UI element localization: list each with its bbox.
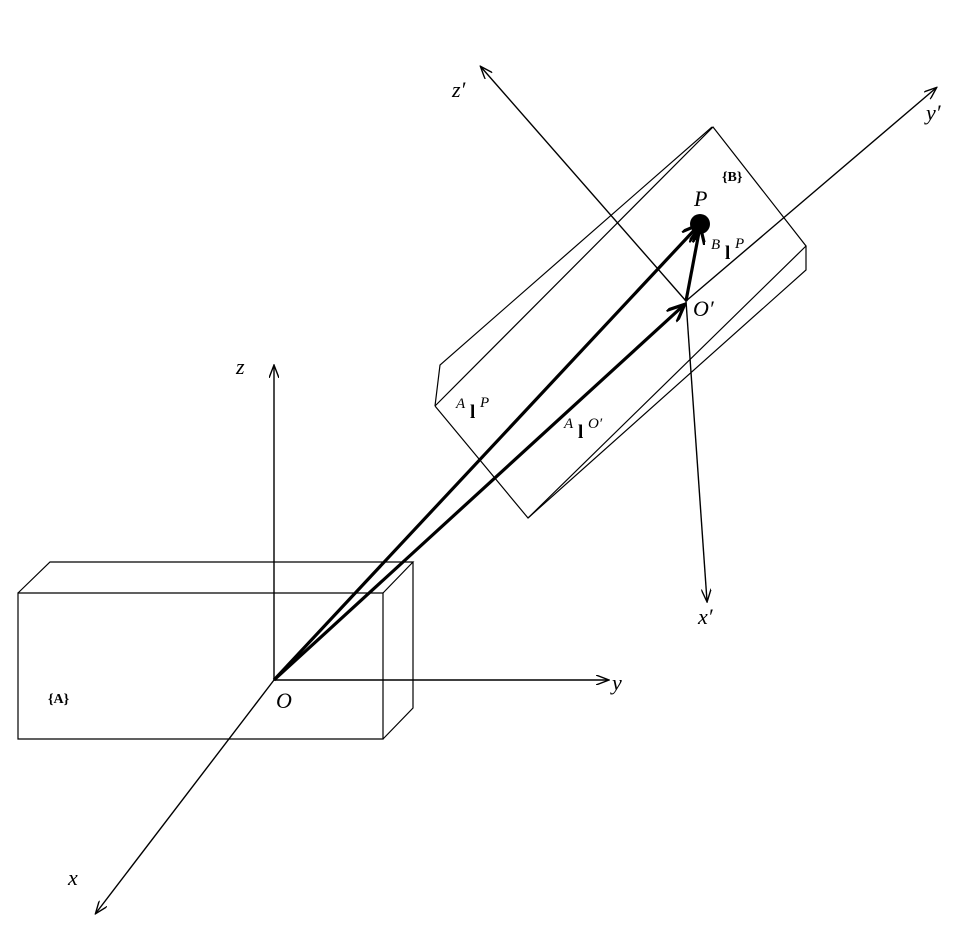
axis-b-z xyxy=(481,67,687,302)
axis-z-prime-label: z′ xyxy=(451,77,467,102)
axis-b-x xyxy=(685,300,707,601)
vector-a-p-sym: l xyxy=(470,402,475,423)
vector-a-o-prime xyxy=(272,305,684,682)
vector-b-p-label: B l P xyxy=(711,236,744,264)
vector-b-p-sym: l xyxy=(725,243,730,264)
axis-y-prime-label: y′ xyxy=(924,100,942,125)
vector-a-p-sub: P xyxy=(479,395,489,411)
box-a-side-face xyxy=(382,562,414,740)
vector-b-p-sub: P xyxy=(734,236,744,252)
vector-a-o-prime-label: A l O′ xyxy=(563,416,603,443)
axis-y-label: y xyxy=(610,670,622,695)
point-p-label: P xyxy=(693,186,707,211)
frame-b-axes xyxy=(481,67,936,601)
box-b-outline xyxy=(434,126,807,519)
vector-a-o-sym: l xyxy=(578,422,583,443)
origin-o-prime-label: O′ xyxy=(693,296,715,321)
vector-b-p xyxy=(684,227,700,302)
vector-b-p-sup: B xyxy=(711,237,720,253)
box-a xyxy=(17,561,415,740)
box-a-top-face xyxy=(17,561,415,594)
origin-o-label: O xyxy=(276,688,292,713)
vector-a-p-label: A l P xyxy=(455,395,489,423)
axis-x-prime-label: x′ xyxy=(697,604,714,629)
axis-z-label: z xyxy=(235,354,245,379)
frame-b-label: {B} xyxy=(722,170,743,185)
axis-b-y xyxy=(685,88,936,302)
vector-a-o-sup: A xyxy=(563,416,574,432)
position-vectors xyxy=(272,225,700,682)
box-b-bottom-edge xyxy=(527,246,807,519)
box-b xyxy=(434,126,807,519)
axis-x-label: x xyxy=(67,865,78,890)
frame-a-label: {A} xyxy=(48,692,70,707)
vector-a-p-sup: A xyxy=(455,396,466,412)
vector-a-p xyxy=(272,225,699,682)
axis-a-x xyxy=(96,679,275,913)
frame-a-axes xyxy=(96,366,608,913)
box-a-front-face xyxy=(17,592,384,740)
point-p-dot xyxy=(690,214,710,234)
vector-a-o-sub: O′ xyxy=(588,416,603,432)
box-b-top-edge xyxy=(434,126,713,407)
